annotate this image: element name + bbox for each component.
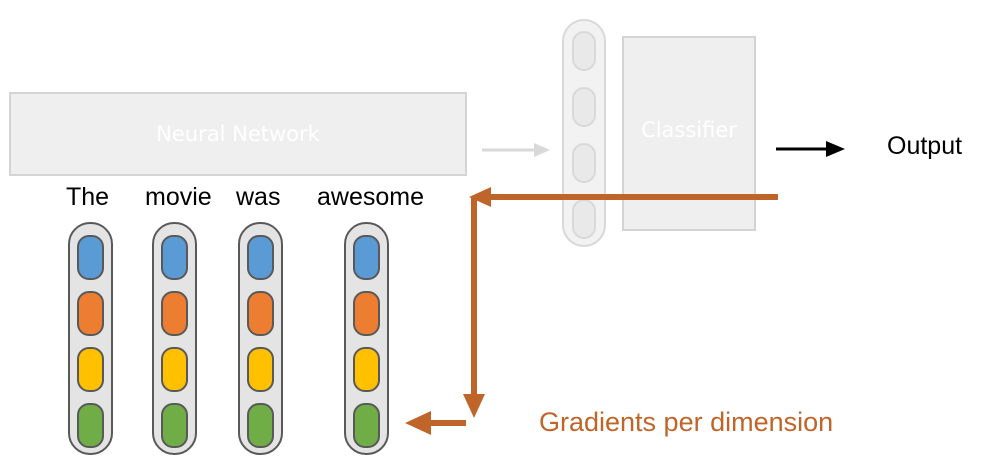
embedding-cell <box>77 291 104 336</box>
neural-network-label: Neural Network <box>156 122 320 146</box>
word-movie: movie <box>145 183 212 211</box>
hidden-vector <box>562 19 606 247</box>
embedding-vector-the <box>68 222 113 455</box>
gradients-label: Gradients per dimension <box>539 407 834 437</box>
classifier-label: Classifier <box>641 118 737 142</box>
embedding-cell <box>247 291 274 336</box>
embedding-cell <box>77 403 104 448</box>
embedding-cell <box>353 235 380 280</box>
embedding-cell <box>353 291 380 336</box>
gradient-arrowheads <box>405 187 491 435</box>
hidden-vector-cell <box>572 87 596 127</box>
hidden-vector-cell <box>572 199 596 239</box>
embedding-cell <box>77 347 104 392</box>
word-awesome: awesome <box>317 183 424 211</box>
embedding-vector-movie <box>152 222 197 455</box>
embedding-vector-was <box>238 222 283 455</box>
embedding-cell <box>161 291 188 336</box>
embedding-cell <box>161 235 188 280</box>
output-arrow <box>776 141 845 157</box>
word-the: The <box>66 183 110 211</box>
embedding-cell <box>353 403 380 448</box>
embedding-cell <box>247 235 274 280</box>
embedding-vector-awesome <box>344 222 389 455</box>
faded-arrow <box>482 143 550 157</box>
embedding-cell <box>161 347 188 392</box>
output-label: Output <box>887 132 963 160</box>
hidden-vector-cell <box>572 31 596 71</box>
embedding-cell <box>161 403 188 448</box>
embedding-cell <box>247 347 274 392</box>
embedding-cell <box>247 403 274 448</box>
word-was: was <box>236 183 281 211</box>
neural-network-box: Neural Network <box>9 92 467 176</box>
embedding-cell <box>77 235 104 280</box>
gradient-arrow <box>430 194 778 426</box>
embedding-cell <box>353 347 380 392</box>
hidden-vector-cell <box>572 143 596 183</box>
